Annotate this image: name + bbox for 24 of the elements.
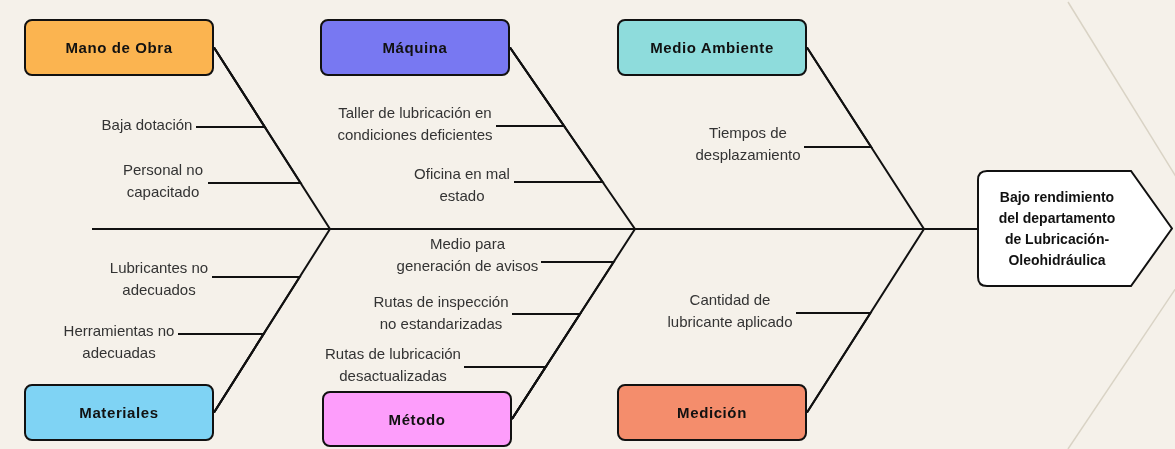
cause-text: Rutas de inspección no estandarizadas — [370, 291, 512, 335]
cause-text: Taller de lubricación en condiciones deficientes — [334, 102, 496, 146]
cause-text: Rutas de lubricación desactualizadas — [322, 343, 464, 387]
category-box: Medio Ambiente — [617, 19, 807, 76]
category-box: Mano de Obra — [24, 19, 214, 76]
category-box: Medición — [617, 384, 807, 441]
bone-line — [803, 46, 873, 148]
bone-line — [177, 333, 266, 414]
cause-text: Baja dotación — [98, 114, 196, 136]
bone-line — [207, 46, 303, 184]
bone-line — [795, 312, 873, 414]
bone-line — [509, 46, 605, 183]
category-box: Método — [322, 391, 512, 447]
cause-text: Tiempos de desplazamiento — [692, 122, 804, 166]
cause-text: Herramientas no adecuadas — [60, 320, 178, 364]
cause-text: Lubricantes no adecuados — [106, 257, 212, 301]
bone-line — [463, 366, 548, 420]
cause-text: Oficina en mal estado — [410, 163, 514, 207]
category-box: Materiales — [24, 384, 214, 441]
category-box: Máquina — [320, 19, 510, 76]
effect-text: Bajo rendimiento del departamento de Lubricación-Oleohidráulica — [997, 187, 1117, 270]
cause-text: Medio para generación de avisos — [394, 233, 541, 277]
cause-text: Cantidad de lubricante aplicado — [664, 289, 796, 333]
cause-text: Personal no capacitado — [118, 159, 208, 203]
